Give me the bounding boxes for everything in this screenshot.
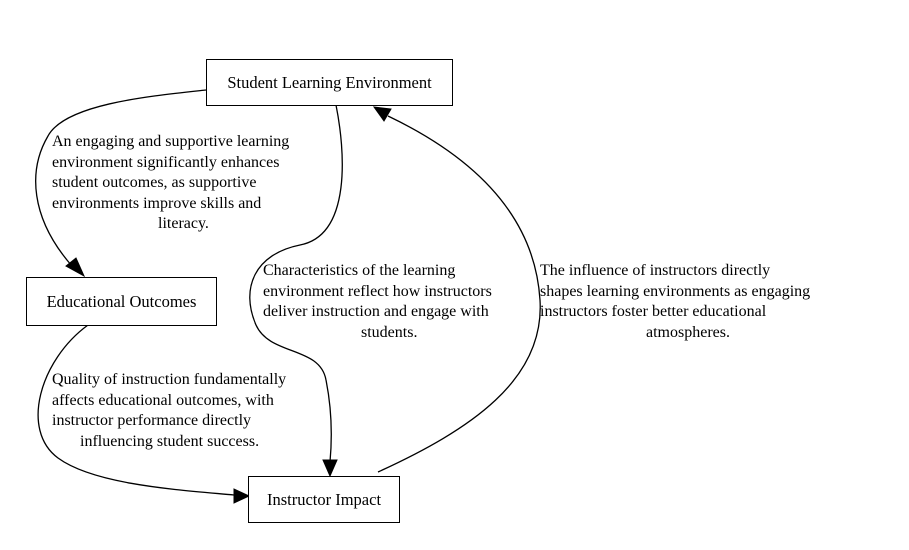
edge-label-line: environment reflect how instructors — [263, 282, 492, 300]
edge-label-line: environment significantly enhances — [52, 153, 280, 171]
edge-label-line: students. — [361, 323, 418, 341]
edge-environment-to-instructor — [249, 104, 343, 463]
edge-label-line: influencing student success. — [80, 432, 260, 450]
edge-outcomes-to-instructor — [37, 324, 235, 496]
edge-label-outcomes-to-instructor: Quality of instruction fundamentally aff… — [52, 370, 322, 452]
edge-label-line: Characteristics of the learning — [263, 262, 456, 279]
node-label: Student Learning Environment — [227, 72, 432, 92]
arrowhead-environment-to-instructor — [322, 459, 338, 478]
edge-instructor-to-environment — [377, 115, 541, 473]
edge-label-environment-to-instructor: Characteristics of the learning environm… — [263, 261, 533, 343]
edge-label-line: Quality of instruction fundamentally — [52, 371, 287, 388]
edge-environment-to-outcomes — [35, 89, 207, 267]
edge-label-line: literacy. — [158, 215, 209, 232]
node-student-learning-environment: Student Learning Environment — [206, 59, 453, 106]
edge-label-line: instructors foster better educational — [540, 303, 767, 320]
edge-label-line: deliver instruction and engage with — [263, 303, 489, 320]
arrowhead-environment-to-outcomes — [65, 257, 86, 278]
edge-label-line: An engaging and supportive learning — [52, 133, 290, 150]
arrowhead-outcomes-to-instructor — [233, 488, 251, 504]
edge-label-line: student outcomes, as supportive — [52, 174, 257, 191]
edge-label-line: instructor performance directly — [52, 412, 252, 429]
arrowhead-instructor-to-environment — [372, 106, 392, 122]
edge-label-environment-to-outcomes: An engaging and supportive learning envi… — [52, 132, 322, 235]
node-label: Instructor Impact — [266, 489, 382, 509]
edge-label-instructor-to-environment: The influence of instructors directly sh… — [540, 261, 860, 343]
edge-label-line: atmospheres. — [646, 323, 730, 341]
edge-label-line: environments improve skills and — [52, 194, 262, 212]
edge-label-line: shapes learning environments as engaging — [540, 282, 811, 300]
node-educational-outcomes: Educational Outcomes — [26, 277, 217, 326]
node-instructor-impact: Instructor Impact — [248, 476, 400, 523]
edge-label-line: The influence of instructors directly — [540, 262, 771, 279]
node-label: Educational Outcomes — [46, 291, 197, 311]
edge-label-line: affects educational outcomes, with — [52, 391, 274, 409]
